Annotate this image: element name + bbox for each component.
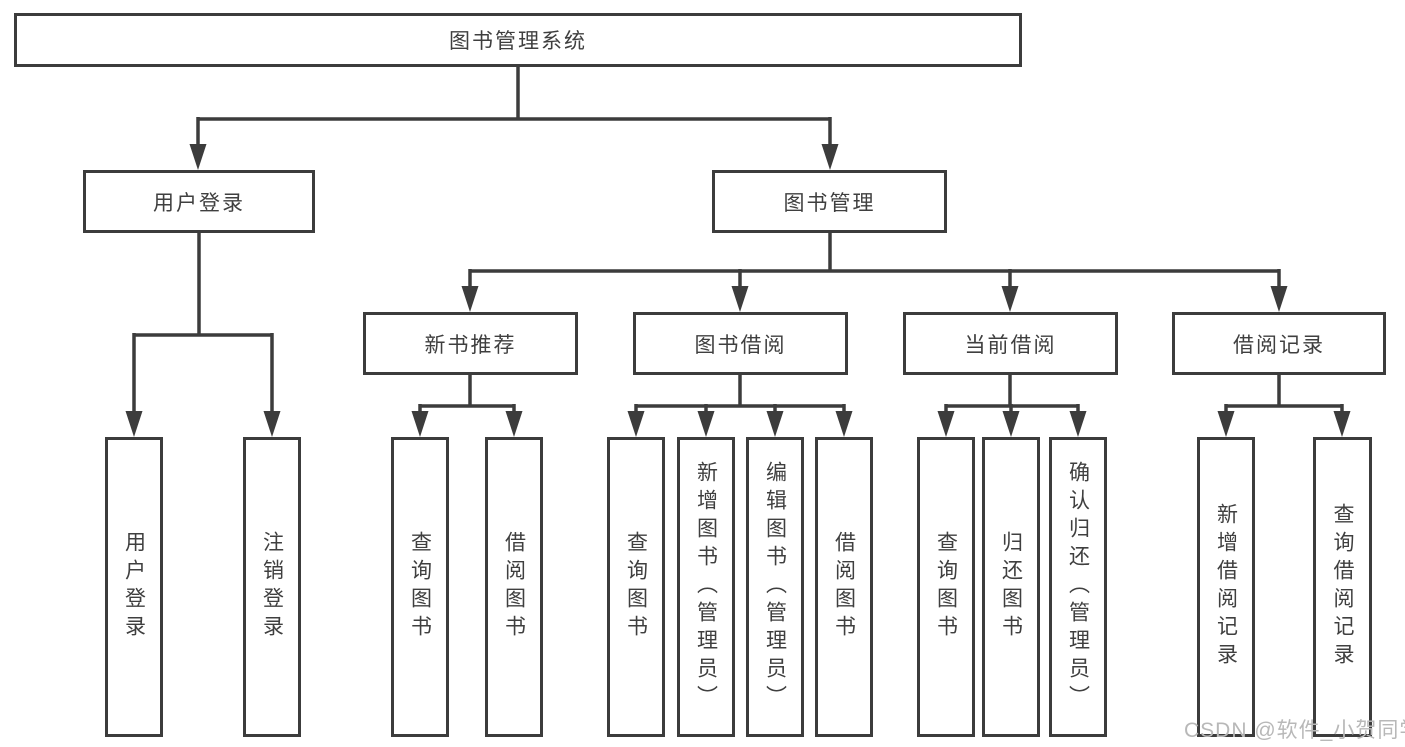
leaf-label: 借阅图书 [502, 531, 526, 643]
leaf-label: 新增借阅记录 [1214, 503, 1238, 671]
leaf-label: 查询图书 [934, 531, 958, 643]
node-label: 图书管理系统 [449, 30, 587, 53]
leaf-label: 注销登录 [260, 531, 284, 643]
node-label: 借阅记录 [1233, 333, 1325, 357]
leaf-label: 新增图书（管理员） [694, 461, 718, 713]
node-label: 当前借阅 [964, 333, 1057, 357]
node-library-management-system: 图书管理系统 [14, 13, 1022, 67]
node-book-borrow: 图书借阅 [633, 312, 848, 375]
node-new-book-recommend: 新书推荐 [363, 312, 578, 375]
node-current-borrow: 当前借阅 [903, 312, 1118, 375]
leaf-label: 查询借阅记录 [1331, 503, 1354, 671]
leaf-label: 编辑图书（管理员） [763, 461, 787, 713]
csdn-watermark: CSDN @软件_小贺同学 [1184, 719, 1405, 742]
arrowhead-icons [125, 144, 1351, 437]
leaf-label: 查询图书 [624, 531, 648, 643]
leaf-label: 借阅图书 [832, 531, 856, 643]
node-label: 图书管理 [783, 191, 876, 215]
leaf-user-login: 用户登录 [105, 437, 163, 737]
node-borrow-records: 借阅记录 [1172, 312, 1386, 375]
node-label: 用户登录 [153, 191, 245, 215]
leaf-query-books-3: 查询图书 [917, 437, 975, 737]
node-label: 图书借阅 [694, 333, 787, 357]
leaf-return-books: 归还图书 [982, 437, 1040, 737]
leaf-edit-books-admin: 编辑图书（管理员） [746, 437, 804, 737]
leaf-add-books-admin: 新增图书（管理员） [677, 437, 735, 737]
leaf-label: 用户登录 [122, 531, 146, 643]
leaf-query-books-2: 查询图书 [607, 437, 665, 737]
leaf-confirm-return-admin: 确认归还（管理员） [1049, 437, 1107, 737]
leaf-label: 归还图书 [999, 531, 1023, 643]
leaf-borrow-books-1: 借阅图书 [485, 437, 543, 737]
leaf-label: 确认归还（管理员） [1066, 461, 1090, 713]
leaf-add-borrow-record: 新增借阅记录 [1197, 437, 1255, 737]
leaf-logout: 注销登录 [243, 437, 301, 737]
node-user-login: 用户登录 [83, 170, 315, 233]
leaf-borrow-books-2: 借阅图书 [815, 437, 873, 737]
leaf-query-books-1: 查询图书 [391, 437, 449, 737]
node-label: 新书推荐 [424, 333, 517, 357]
leaf-query-borrow-record: 查询借阅记录 [1313, 437, 1372, 737]
node-book-management: 图书管理 [712, 170, 947, 233]
leaf-label: 查询图书 [408, 531, 432, 643]
